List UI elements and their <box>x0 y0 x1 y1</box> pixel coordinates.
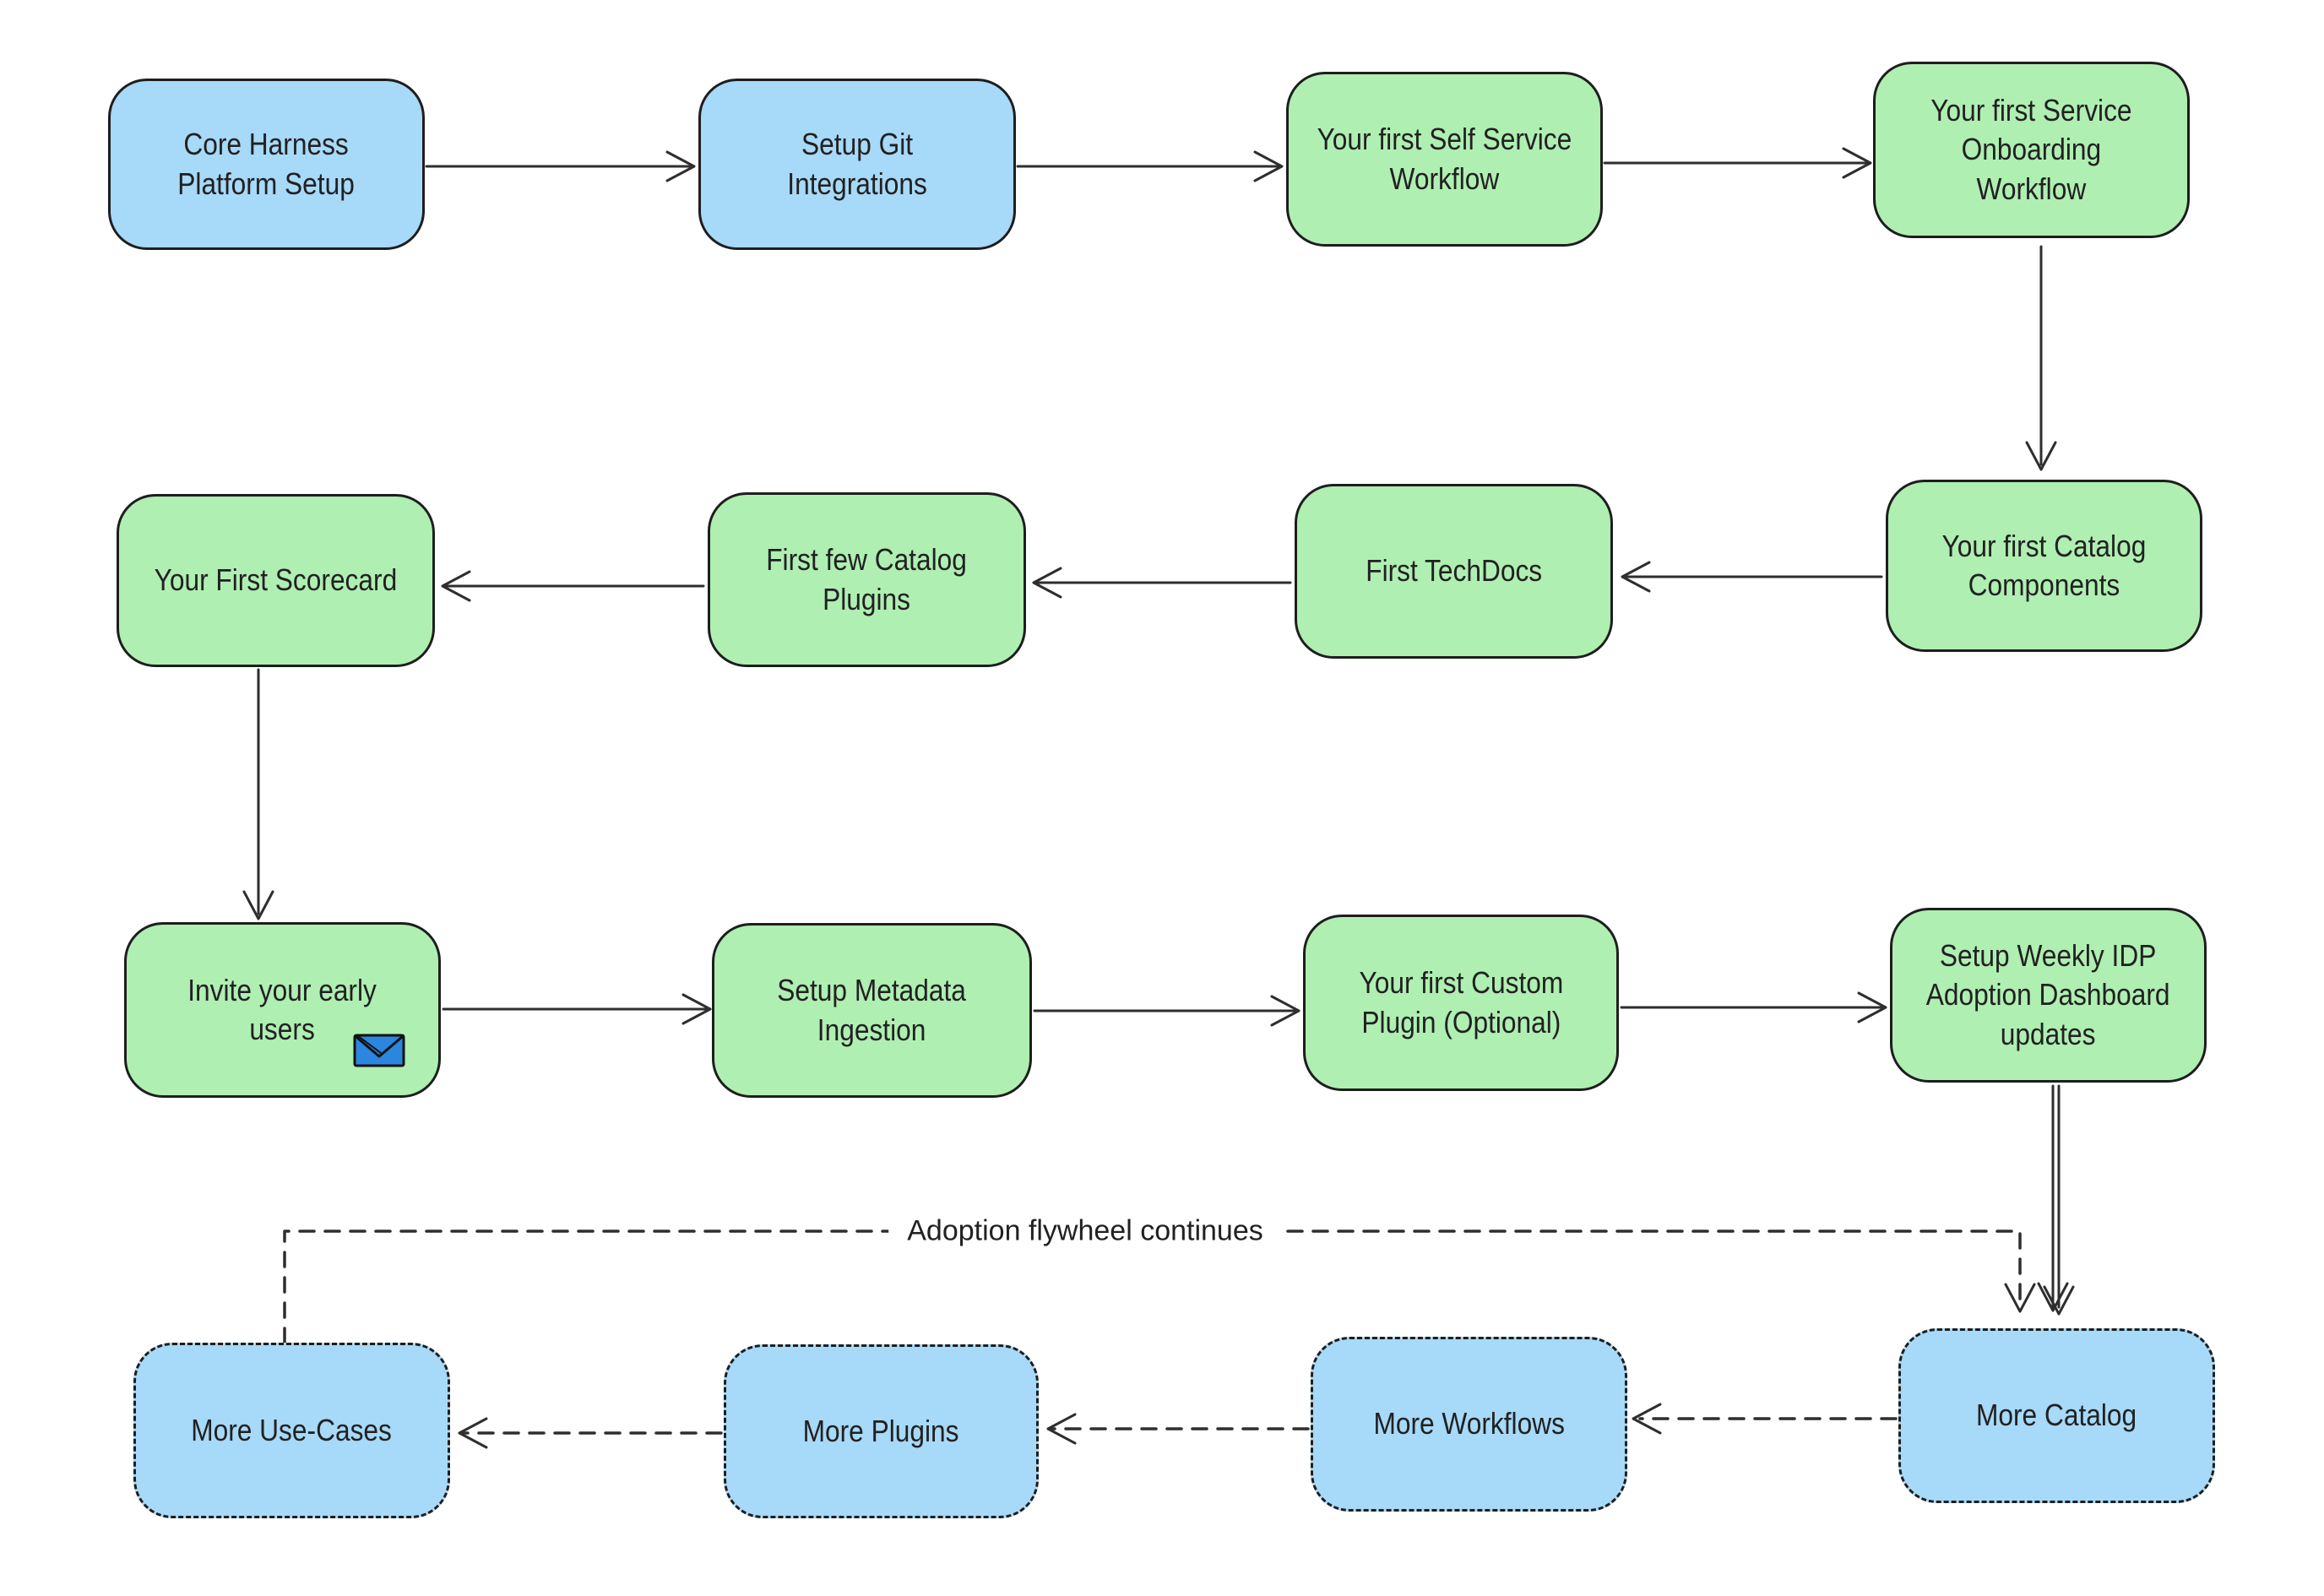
arrow-metadata-to-custom-plugin <box>1033 995 1300 1027</box>
arrow-core-to-git <box>425 150 696 182</box>
node-your-first-scorecard: Your First Scorecard <box>117 494 435 667</box>
node-more-workflows: More Workflows <box>1311 1337 1627 1512</box>
node-setup-weekly-idp-dashboard: Setup Weekly IDP Adoption Dashboard upda… <box>1890 908 2207 1083</box>
node-label: Your first Custom Plugin (Optional) <box>1359 965 1563 1040</box>
node-more-use-cases: More Use-Cases <box>133 1343 450 1518</box>
node-core-harness-platform-setup: Core Harness Platform Setup <box>108 79 425 250</box>
arrow-selfservice-to-onboarding <box>1603 147 1872 179</box>
node-label: Setup Weekly IDP Adoption Dashboard upda… <box>1926 938 2170 1051</box>
arrow-scorecard-to-invite-users <box>242 668 274 920</box>
node-label: Your first Service Onboarding Workflow <box>1930 93 2132 206</box>
node-more-catalog: More Catalog <box>1898 1328 2215 1503</box>
node-first-custom-plugin: Your first Custom Plugin (Optional) <box>1303 915 1619 1091</box>
node-label: More Workflows <box>1373 1406 1565 1441</box>
dashed-arrowhead-more-workflows <box>1632 1403 1662 1435</box>
arrow-catalog-components-to-techdocs <box>1621 561 1883 593</box>
node-more-plugins: More Plugins <box>724 1344 1039 1518</box>
dashed-arrowhead-more-plugins <box>1046 1413 1077 1445</box>
arrow-catalog-plugins-to-scorecard <box>441 570 705 602</box>
arrow-invite-users-to-metadata-ingestion <box>442 993 712 1025</box>
node-first-service-onboarding-workflow: Your first Service Onboarding Workflow <box>1873 62 2190 238</box>
node-label: More Use-Cases <box>191 1412 393 1447</box>
dashed-flywheel-loop <box>283 1230 2022 1344</box>
arrow-onboarding-to-catalog-components <box>2025 245 2057 471</box>
node-setup-git-integrations: Setup Git Integrations <box>698 79 1016 250</box>
node-label: More Catalog <box>1976 1398 2137 1433</box>
node-first-self-service-workflow: Your first Self Service Workflow <box>1286 72 1603 247</box>
node-first-few-catalog-plugins: First few Catalog Plugins <box>708 492 1026 667</box>
dashed-arrowhead-more-use-cases <box>458 1417 488 1449</box>
node-label: More Plugins <box>803 1413 959 1448</box>
arrow-dashboard-to-more-catalog <box>2037 1084 2075 1316</box>
arrow-techdocs-to-catalog-plugins <box>1032 567 1292 599</box>
node-invite-your-early-users: Invite your early users <box>124 922 441 1098</box>
node-label: Setup Git Integrations <box>787 127 927 201</box>
node-label: Your First Scorecard <box>154 562 398 598</box>
node-first-techdocs: First TechDocs <box>1295 484 1613 659</box>
arrow-git-to-selfservice-workflow <box>1016 150 1284 182</box>
node-label: Setup Metadata Ingestion <box>777 973 967 1047</box>
dashed-arrowhead-flywheel-to-more-catalog <box>2004 1283 2036 1313</box>
flywheel-annotation: Adoption flywheel continues <box>888 1211 1282 1251</box>
arrow-custom-plugin-to-dashboard <box>1620 991 1887 1023</box>
node-label: Your first Catalog Components <box>1941 528 2147 602</box>
node-label: First few Catalog Plugins <box>766 542 968 616</box>
node-setup-metadata-ingestion: Setup Metadata Ingestion <box>712 923 1032 1098</box>
node-label: Invite your early users <box>187 972 377 1046</box>
node-label: Core Harness Platform Setup <box>177 127 356 201</box>
node-label: Your first Self Service Workflow <box>1317 122 1572 196</box>
node-label: First TechDocs <box>1366 553 1542 589</box>
node-first-catalog-components: Your first Catalog Components <box>1886 480 2202 652</box>
envelope-icon <box>353 1034 405 1067</box>
